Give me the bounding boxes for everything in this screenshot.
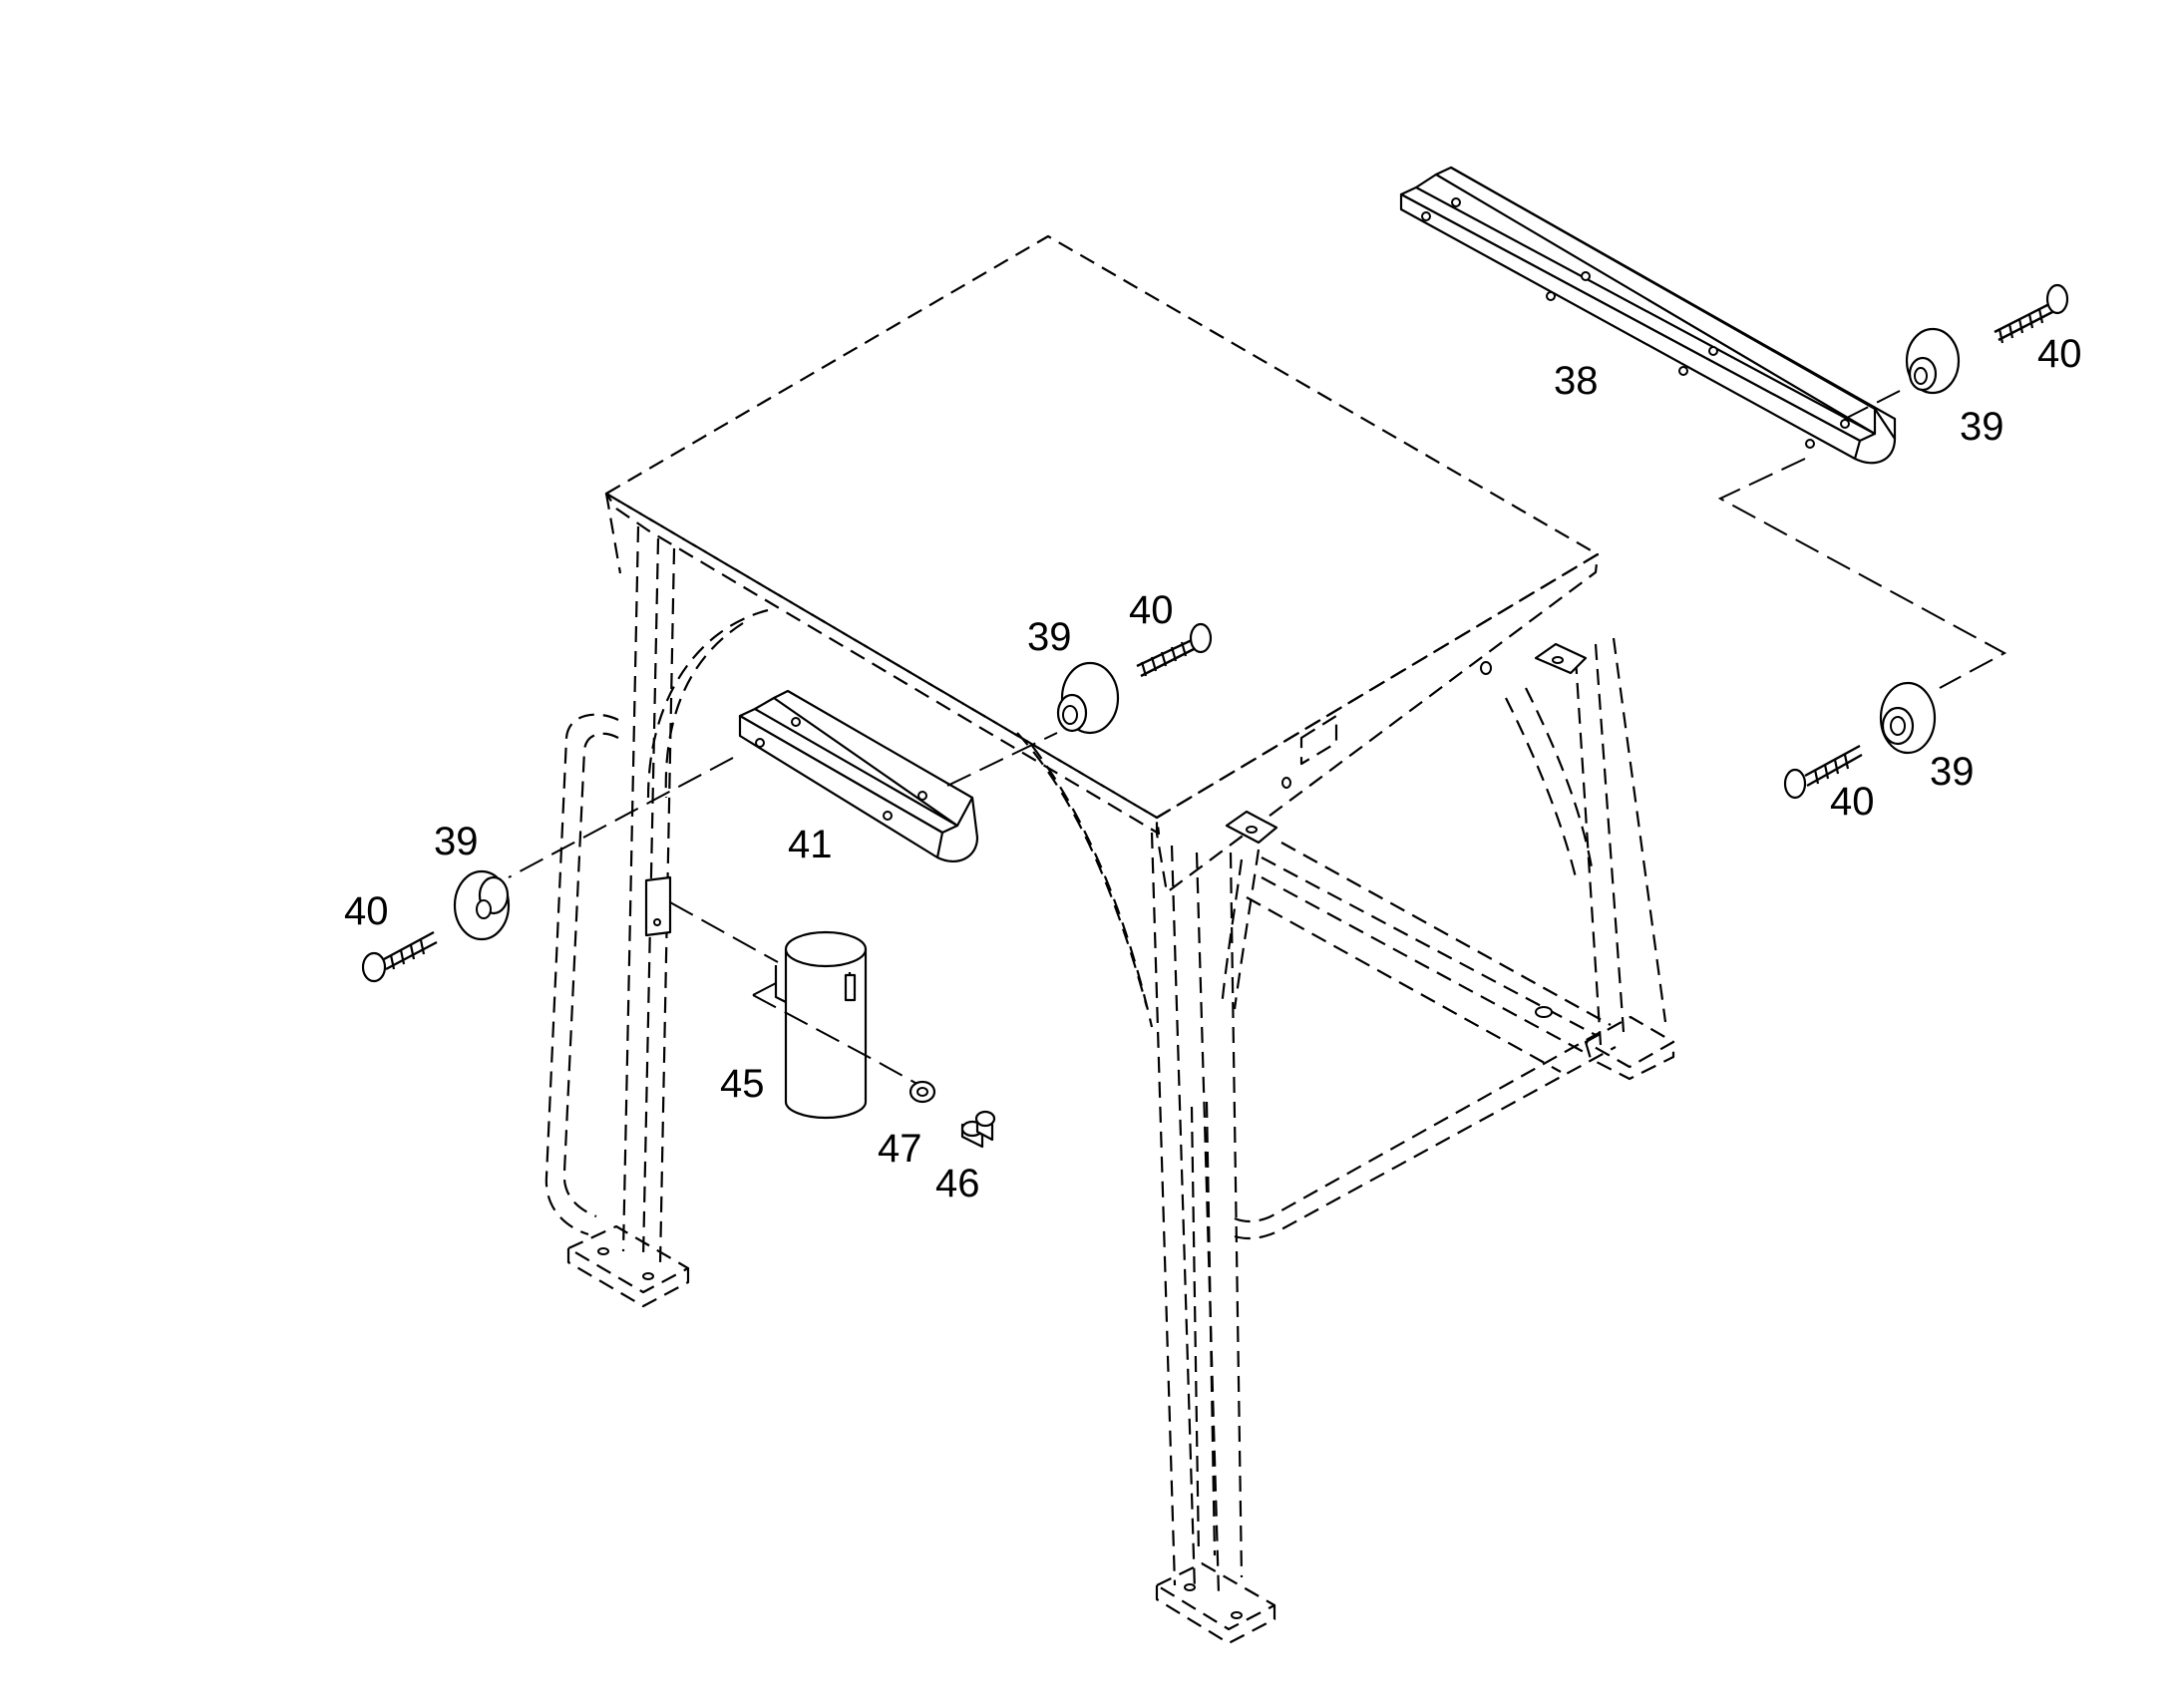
front-left-leg-slot bbox=[1190, 1101, 1217, 1556]
leader-part-41-right bbox=[946, 732, 1058, 787]
part-39-washer-center bbox=[1056, 661, 1120, 735]
leader-part-45-lower bbox=[752, 994, 923, 1088]
part-47-washer bbox=[908, 1080, 936, 1104]
callout-47: 47 bbox=[878, 1127, 922, 1171]
leader-top-right bbox=[1717, 458, 2007, 689]
part-40-screw-top-right bbox=[1994, 283, 2069, 344]
callout-40-center: 40 bbox=[1129, 588, 1174, 632]
back-right-leg bbox=[1574, 637, 1667, 1046]
leader-part-41-left bbox=[508, 757, 734, 878]
callout-40-mid-right: 40 bbox=[1830, 780, 1875, 824]
callout-39-left: 39 bbox=[434, 820, 479, 863]
square-cutout bbox=[1299, 714, 1338, 766]
part-45-cylinder bbox=[774, 930, 868, 1120]
part-40-screw-mid-right bbox=[1783, 744, 1863, 800]
front-left-foot bbox=[1155, 1561, 1276, 1631]
left-leg-tab bbox=[644, 875, 672, 937]
callout-39-mid-right: 39 bbox=[1930, 750, 1975, 794]
side-stretcher-rail bbox=[1246, 842, 1612, 1073]
callout-46: 46 bbox=[935, 1162, 980, 1205]
callout-39-top-right: 39 bbox=[1960, 405, 2004, 449]
part-40-screw-center bbox=[1136, 622, 1213, 678]
part-41-short-channel bbox=[738, 689, 979, 862]
lower-front-rail bbox=[1234, 1031, 1617, 1240]
back-left-foot bbox=[566, 1224, 690, 1294]
callout-38: 38 bbox=[1554, 359, 1599, 403]
callout-41: 41 bbox=[788, 823, 833, 866]
callout-40-top-right: 40 bbox=[2037, 332, 2082, 376]
phantom-bench-frame bbox=[545, 234, 1675, 1645]
front-left-leg bbox=[1150, 832, 1244, 1594]
bench-top-right-edge bbox=[1155, 552, 1600, 894]
callout-45: 45 bbox=[720, 1062, 765, 1106]
part-39-washer-left bbox=[453, 869, 511, 941]
part-39-washer-top-right bbox=[1905, 327, 1961, 395]
right-front-brace bbox=[1220, 849, 1261, 1010]
leader-part-45-upper bbox=[669, 901, 779, 963]
part-40-screw-left bbox=[361, 930, 438, 983]
callout-39-center: 39 bbox=[1027, 615, 1072, 659]
left-arch-brace bbox=[646, 608, 769, 799]
part-38-long-channel bbox=[1399, 166, 1897, 465]
left-tube-rail bbox=[545, 713, 619, 1236]
part-39-washer-mid-right bbox=[1879, 681, 1937, 755]
part-46-screw bbox=[960, 1110, 996, 1149]
callout-40-left: 40 bbox=[344, 889, 389, 933]
front-arch-brace bbox=[1016, 732, 1154, 1028]
back-right-foot bbox=[1584, 1015, 1675, 1069]
bench-top-front-edge bbox=[604, 492, 1161, 836]
